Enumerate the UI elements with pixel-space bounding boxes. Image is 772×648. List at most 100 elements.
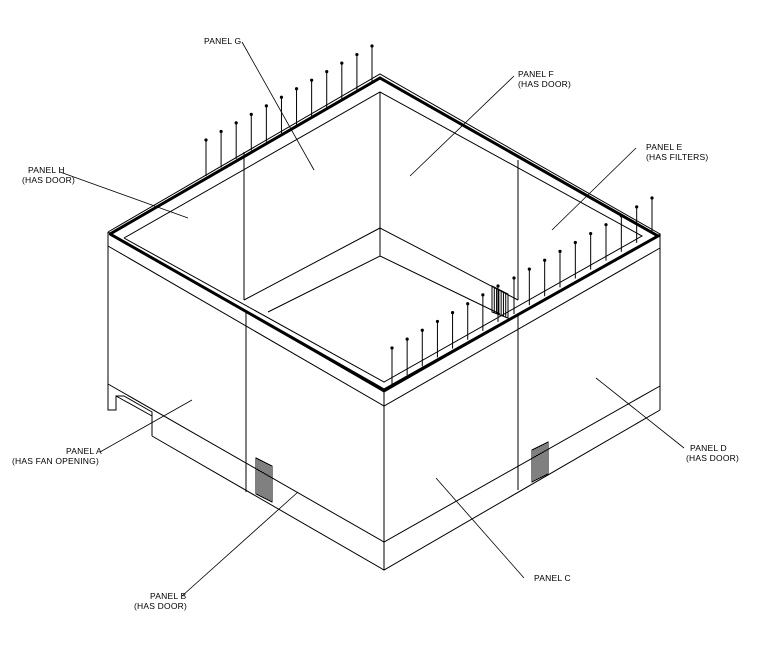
rail-post-cap [279, 95, 284, 99]
rail-rivet [135, 217, 139, 220]
rail-post-cap [249, 112, 253, 116]
rail-rivet [300, 342, 303, 345]
rail-rivet [355, 373, 358, 376]
svg-text:PANEL B: PANEL B [150, 591, 186, 601]
rail-rivet [601, 203, 604, 206]
rail-rivet [204, 287, 208, 290]
svg-text:(HAS FILTERS): (HAS FILTERS) [646, 152, 708, 162]
rail-post-cap [466, 302, 470, 306]
rail-rivet [324, 108, 328, 111]
rail-post-cap [496, 284, 500, 288]
svg-text:(HAS DOOR): (HAS DOOR) [518, 79, 571, 89]
rail-rivet [286, 334, 290, 337]
rail-rivet [643, 242, 646, 245]
svg-text:PANEL E: PANEL E [646, 142, 682, 152]
rail-rivet [490, 140, 493, 143]
rail-post-cap [512, 276, 516, 280]
rail-post-cap [234, 121, 238, 125]
rail-post-cap [604, 223, 608, 227]
svg-text:(HAS DOOR): (HAS DOOR) [134, 601, 187, 611]
rail-post-cap [435, 319, 440, 324]
rail-rivet [503, 147, 507, 151]
svg-text:(HAS FAN OPENING): (HAS FAN OPENING) [12, 456, 99, 466]
svg-text:PANEL G: PANEL G [204, 36, 241, 46]
rail-rivet [270, 139, 274, 142]
rail-post-cap [543, 258, 547, 262]
rail-rivet [434, 108, 437, 111]
rail-post-cap [219, 129, 223, 134]
rail-rivet [284, 131, 287, 134]
rail-post-cap [310, 78, 314, 82]
rail-post-cap [340, 61, 344, 65]
rail-rivet [218, 295, 221, 298]
rail-post-cap [558, 249, 562, 253]
rail-rivet [243, 154, 247, 158]
rail-rivet [338, 100, 341, 103]
rail-rivet [574, 281, 577, 284]
rail-rivet [230, 162, 233, 165]
rail-rivet [410, 373, 413, 376]
label-panel-a: PANEL A (HAS FAN OPENING) [12, 446, 102, 466]
rail-rivet [232, 303, 235, 306]
rail-rivet [351, 92, 355, 95]
rail-posts [108, 44, 660, 392]
rail-rivet [122, 225, 125, 228]
rail-rivet [629, 250, 632, 253]
rail-post-cap [527, 267, 531, 271]
svg-text:PANEL C: PANEL C [534, 573, 571, 583]
inner-walls [123, 91, 644, 383]
rail-post-cap [294, 87, 299, 91]
rail-rivet [478, 334, 482, 338]
svg-text:PANEL A: PANEL A [66, 446, 102, 456]
rail-post-cap [619, 214, 623, 218]
rail-rivet [365, 84, 368, 88]
rail-post-cap [370, 44, 374, 48]
rail-post-cap [405, 337, 409, 341]
rail-post-cap [589, 231, 593, 236]
rail-rivet [602, 265, 605, 268]
rail-rivet [122, 240, 125, 243]
rail-rivet [378, 76, 382, 80]
rail-rivet [311, 115, 314, 119]
rail-rivet [406, 92, 409, 96]
rail-rivet [547, 296, 550, 299]
rail-rivet [423, 365, 427, 369]
rail-post-cap [325, 70, 329, 74]
svg-text:(HAS DOOR): (HAS DOOR) [22, 175, 75, 185]
rail-rivet [531, 163, 535, 167]
rail-rivet [369, 381, 372, 384]
rail-rivet [615, 257, 619, 261]
rail-rivet [533, 304, 536, 307]
rail-post-cap [650, 196, 654, 200]
door-panel-f [491, 285, 509, 319]
enclosure-outline [107, 73, 662, 571]
rail-rivet [656, 234, 660, 238]
rail-rivet [545, 171, 548, 174]
rail-rivet [642, 226, 646, 230]
rail-post-cap [573, 240, 577, 245]
rail-rivet [149, 256, 153, 259]
label-panel-h: PANEL H (HAS DOOR) [22, 165, 75, 185]
rail-rivet [392, 84, 396, 88]
rail-post-cap [264, 104, 268, 108]
rail-rivet [259, 318, 262, 321]
rail-rivet [162, 201, 166, 204]
top-rail [109, 76, 662, 392]
rail-rivet [341, 365, 345, 368]
rail-rivet [149, 209, 152, 212]
door-panel-d [531, 441, 549, 483]
rail-rivet [492, 327, 495, 330]
rail-rivet [506, 319, 509, 322]
rail-rivet [465, 342, 468, 345]
rail-rivet [257, 147, 260, 150]
rail-post-cap [420, 328, 424, 332]
rail-post-cap [481, 293, 485, 297]
rail-rivet [163, 264, 166, 267]
rail-rivet [573, 187, 576, 190]
rail-rivet [245, 310, 249, 314]
label-panel-d: PANEL D (HAS DOOR) [686, 443, 739, 463]
rail-rivet [177, 271, 180, 275]
rail-rivet [588, 273, 591, 276]
